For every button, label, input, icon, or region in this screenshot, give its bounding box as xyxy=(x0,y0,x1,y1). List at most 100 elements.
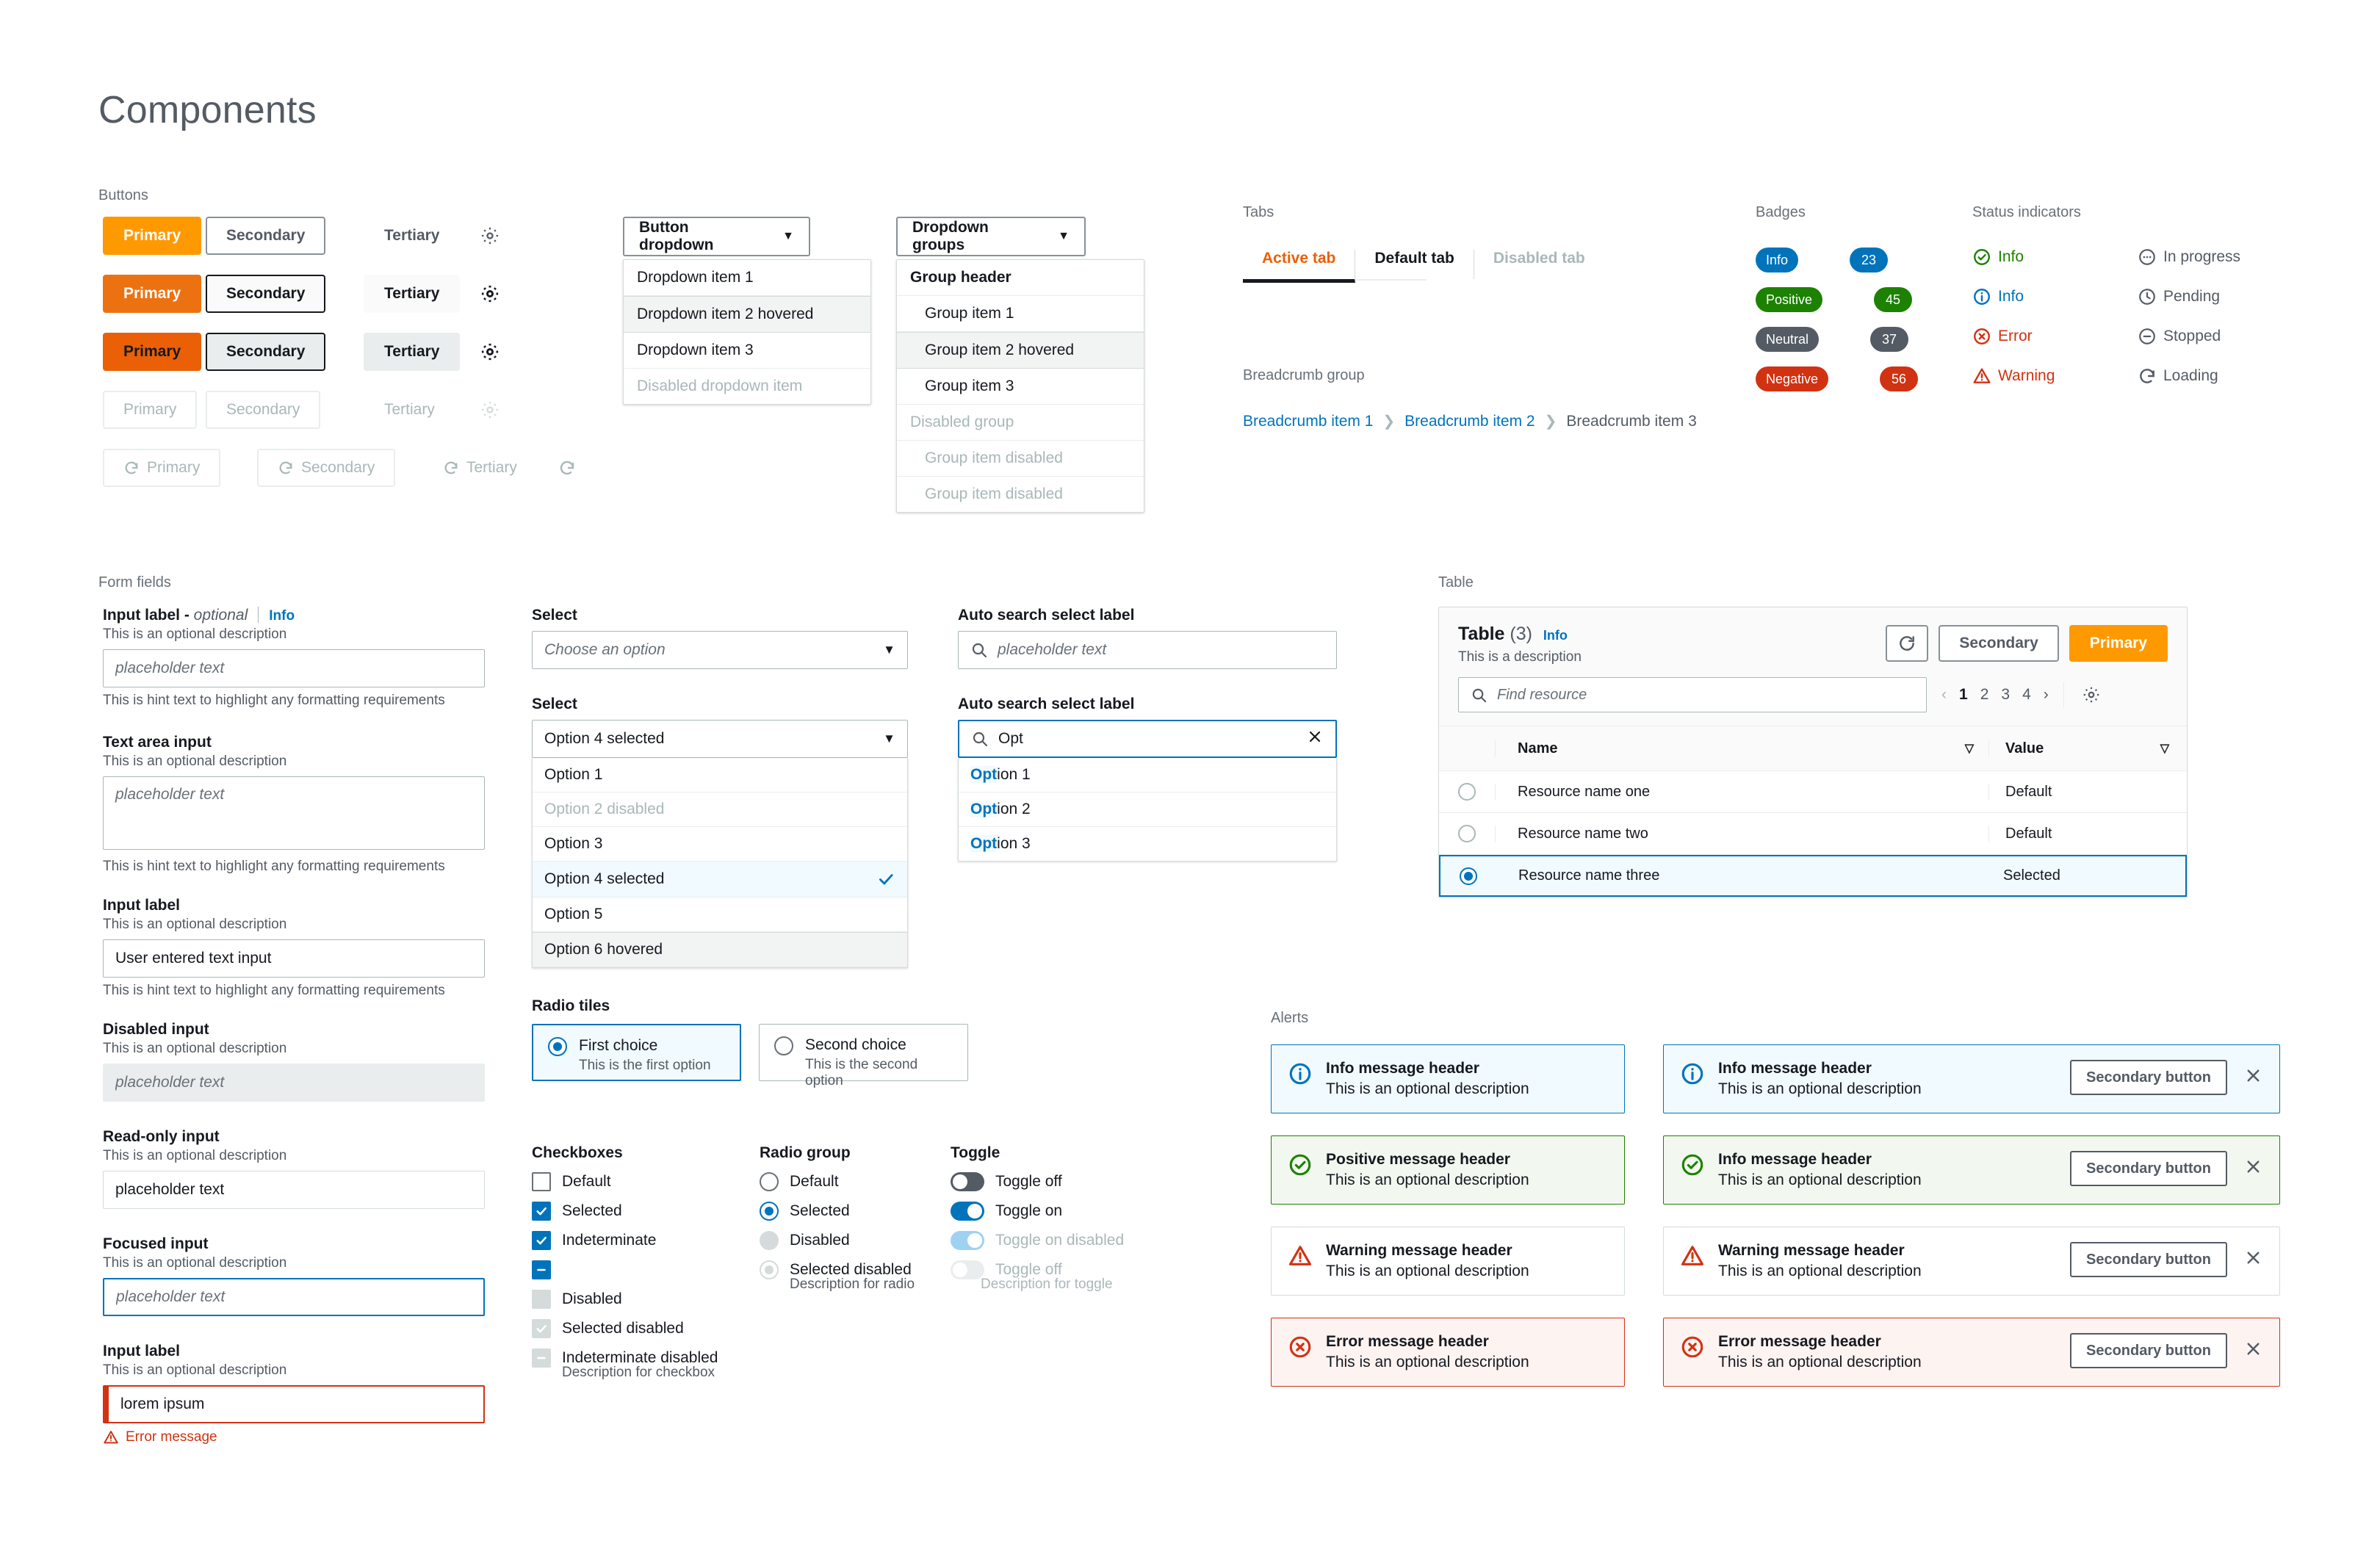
refresh-button[interactable] xyxy=(1886,625,1929,662)
sort-icon[interactable]: ▽ xyxy=(1964,743,1974,755)
auto-search-input-focused[interactable]: Opt xyxy=(958,720,1337,758)
radio-tile-first[interactable]: First choice This is the first option xyxy=(532,1024,741,1081)
textarea-input[interactable] xyxy=(103,776,485,850)
close-icon[interactable] xyxy=(2243,1066,2263,1089)
radio-selected[interactable]: Selected xyxy=(760,1202,915,1221)
select-option-5[interactable]: Option 5 xyxy=(533,898,907,932)
pagination-page-2[interactable]: 2 xyxy=(1980,686,1989,703)
radio-tile-second[interactable]: Second choice This is the second option xyxy=(759,1024,968,1088)
table-column-value[interactable]: Value▽ xyxy=(1988,740,2187,757)
toggle-on[interactable]: Toggle on xyxy=(951,1202,1124,1221)
secondary-button-active[interactable]: Secondary xyxy=(206,333,326,371)
text-input-error[interactable] xyxy=(103,1385,485,1423)
secondary-button-hover[interactable]: Secondary xyxy=(206,275,326,313)
table-row[interactable]: Resource name one Default xyxy=(1439,771,2187,813)
dropdown-groups-trigger[interactable]: Dropdown groups ▼ xyxy=(896,217,1086,256)
checkbox-default[interactable]: Default xyxy=(532,1172,718,1191)
text-input[interactable] xyxy=(103,649,485,687)
row-radio-icon[interactable] xyxy=(1458,783,1476,801)
pagination-page-4[interactable]: 4 xyxy=(2022,686,2031,703)
clear-icon[interactable] xyxy=(1306,728,1324,750)
select-trigger-placeholder[interactable]: Choose an option ▼ xyxy=(532,631,908,669)
group-item-1[interactable]: Group item 1 xyxy=(897,296,1144,332)
close-icon[interactable] xyxy=(2243,1157,2263,1180)
breadcrumb-item-1[interactable]: Breadcrumb item 1 xyxy=(1243,412,1374,430)
pagination-page-1[interactable]: 1 xyxy=(1959,686,1968,703)
auto-search-option-3[interactable]: Option 3 xyxy=(970,835,1031,852)
close-icon[interactable] xyxy=(2243,1339,2263,1362)
form-field-label: Input label xyxy=(103,1343,180,1359)
breadcrumb-item-2[interactable]: Breadcrumb item 2 xyxy=(1404,412,1535,430)
primary-button-active[interactable]: Primary xyxy=(103,333,202,371)
secondary-button-default[interactable]: Secondary xyxy=(206,217,326,255)
spinner-icon xyxy=(123,460,140,476)
info-link[interactable]: Info xyxy=(269,608,295,624)
select-option-3[interactable]: Option 3 xyxy=(533,827,907,862)
row-radio-icon[interactable] xyxy=(1458,825,1476,842)
checkbox-indeterminate-disabled: Indeterminate disabled xyxy=(532,1348,718,1368)
dropdown-item-3[interactable]: Dropdown item 3 xyxy=(624,333,870,369)
radio-icon xyxy=(760,1202,779,1221)
select-option-4-selected[interactable]: Option 4 selected xyxy=(533,862,907,898)
form-field-textarea: Text area input This is an optional desc… xyxy=(103,734,485,875)
sort-icon[interactable]: ▽ xyxy=(2160,743,2169,755)
tertiary-button-loading-label: Tertiary xyxy=(466,459,517,476)
status-label: Pending xyxy=(2163,288,2221,305)
gear-icon-button-active[interactable] xyxy=(477,339,502,364)
alert-secondary-button[interactable]: Secondary button xyxy=(2069,1151,2227,1186)
dropdown-item-1[interactable]: Dropdown item 1 xyxy=(624,260,870,296)
toggle-off[interactable]: Toggle off xyxy=(951,1172,1124,1191)
checkbox-icon xyxy=(532,1290,551,1309)
tab-default[interactable]: Default tab xyxy=(1355,250,1474,279)
checkbox-indeterminate-checked[interactable]: Indeterminate xyxy=(532,1231,718,1250)
primary-button-default[interactable]: Primary xyxy=(103,217,202,255)
pagination-next-icon[interactable]: › xyxy=(2043,686,2049,703)
table-secondary-button[interactable]: Secondary xyxy=(1939,625,2059,662)
button-dropdown-trigger[interactable]: Button dropdown ▼ xyxy=(623,217,810,256)
checkbox-selected[interactable]: Selected xyxy=(532,1202,718,1221)
auto-search-input-placeholder[interactable]: placeholder text xyxy=(958,631,1337,669)
alert-secondary-button[interactable]: Secondary button xyxy=(2069,1060,2227,1095)
table-info-link[interactable]: Info xyxy=(1543,628,1568,643)
tertiary-button-active[interactable]: Tertiary xyxy=(364,333,461,371)
table-column-headers: Name▽ Value▽ xyxy=(1439,726,2187,771)
auto-search-option-1[interactable]: Option 1 xyxy=(959,758,1336,792)
tertiary-button-hover[interactable]: Tertiary xyxy=(364,275,461,313)
text-input-disabled xyxy=(103,1064,485,1102)
gear-icon-button-default[interactable] xyxy=(477,223,502,248)
alert-secondary-button[interactable]: Secondary button xyxy=(2069,1242,2227,1277)
text-input-focused[interactable] xyxy=(103,1278,485,1316)
close-icon[interactable] xyxy=(2243,1248,2263,1271)
group-item-3[interactable]: Group item 3 xyxy=(897,369,1144,405)
checkbox-indeterminate[interactable] xyxy=(532,1260,718,1279)
pagination-page-3[interactable]: 3 xyxy=(2001,686,2011,703)
tertiary-button-default[interactable]: Tertiary xyxy=(364,217,460,255)
radio-default[interactable]: Default xyxy=(760,1172,915,1191)
table-settings-gear-icon[interactable] xyxy=(2079,682,2104,707)
form-field-focused: Focused input This is an optional descri… xyxy=(103,1235,485,1316)
dropdown-groups-menu: Group header Group item 1 Group item 2 h… xyxy=(896,259,1144,513)
toggle-icon xyxy=(951,1260,984,1279)
auto-search-option-2[interactable]: Option 2 xyxy=(959,792,1336,827)
select-trigger-open[interactable]: Option 4 selected ▼ xyxy=(532,720,908,758)
table-column-name[interactable]: Name▽ xyxy=(1495,740,1988,757)
form-fields-section-label: Form fields xyxy=(98,574,171,591)
table-row[interactable]: Resource name two Default xyxy=(1439,813,2187,855)
select-option-6-hovered[interactable]: Option 6 hovered xyxy=(533,932,907,967)
alert-secondary-button[interactable]: Secondary button xyxy=(2069,1333,2227,1368)
tab-active[interactable]: Active tab xyxy=(1243,250,1356,283)
primary-button-hover[interactable]: Primary xyxy=(103,275,202,313)
pagination-prev-icon[interactable]: ‹ xyxy=(1941,686,1947,703)
radio-icon xyxy=(774,1036,793,1055)
gear-icon-button-hover[interactable] xyxy=(477,281,502,306)
table-search-input[interactable]: Find resource xyxy=(1458,677,1927,712)
table-row-selected[interactable]: Resource name three Selected xyxy=(1439,855,2187,897)
dropdown-item-2[interactable]: Dropdown item 2 hovered xyxy=(624,296,870,333)
group-item-2[interactable]: Group item 2 hovered xyxy=(897,332,1144,369)
row-radio-icon-selected[interactable] xyxy=(1460,867,1477,885)
select-option-1[interactable]: Option 1 xyxy=(533,758,907,792)
text-input-filled[interactable] xyxy=(103,939,485,978)
table-primary-button[interactable]: Primary xyxy=(2069,625,2168,662)
